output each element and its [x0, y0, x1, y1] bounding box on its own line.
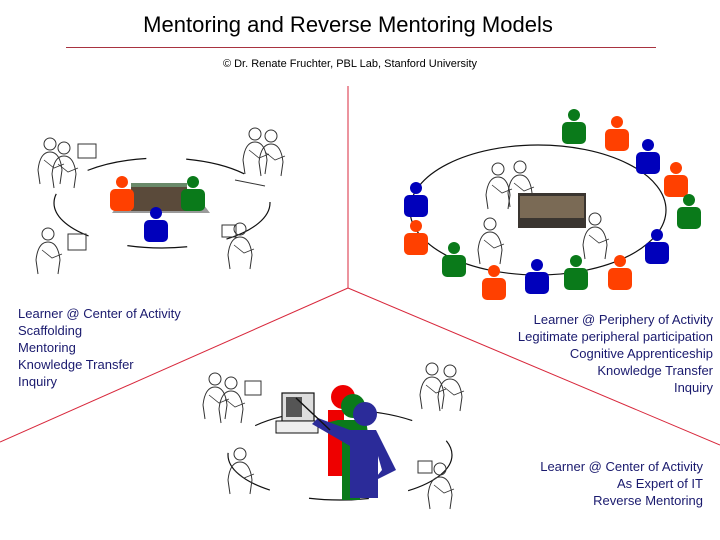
figure — [605, 116, 629, 151]
text-line: Cognitive Apprenticeship — [569, 346, 713, 361]
text-line: As Expert of IT — [617, 476, 703, 491]
copyright-subtitle: © Dr. Renate Fruchter, PBL Lab, Stanford… — [222, 58, 478, 70]
figure — [404, 182, 428, 217]
panel-dividers — [0, 86, 720, 446]
text-line: Learner @ Center of Activity — [540, 459, 703, 474]
expert-figures — [295, 385, 396, 500]
screen-image — [131, 183, 187, 211]
text-line: Knowledge Transfer — [597, 363, 713, 378]
figure — [645, 229, 669, 264]
peripheral-description: Learner @ Periphery of Activity Legitima… — [518, 311, 713, 396]
sketch-engineer-notes — [35, 227, 87, 275]
reverse-mentoring-description: Learner @ Center of Activity As Expert o… — [540, 458, 703, 509]
figure-red — [110, 176, 134, 211]
text-line: Learner @ Center of Activity — [18, 306, 181, 321]
figure — [677, 194, 701, 229]
text-line: Reverse Mentoring — [593, 493, 703, 508]
divider-left — [0, 287, 349, 443]
title-divider — [66, 47, 656, 48]
figure — [442, 242, 466, 277]
figure — [482, 265, 506, 300]
text-line: Scaffolding — [18, 323, 83, 338]
page-title: Mentoring and Reverse Mentoring Models — [143, 12, 553, 37]
learner-center-illustration — [35, 127, 286, 275]
figure — [636, 139, 660, 174]
text-line: Knowledge Transfer — [18, 357, 134, 372]
sketch-people-workstation — [37, 137, 97, 189]
sketch-people-blueprint — [234, 127, 286, 187]
mentoring-description: Learner @ Center of Activity Scaffolding… — [18, 305, 181, 390]
figure — [562, 109, 586, 144]
text-line: Legitimate peripheral participation — [517, 329, 713, 344]
figure — [564, 255, 588, 290]
divider-right — [347, 287, 720, 446]
figure — [404, 220, 428, 255]
figure — [525, 259, 549, 294]
text-line: Mentoring — [18, 340, 76, 355]
computer-icon — [275, 392, 319, 434]
figure — [664, 162, 688, 197]
text-line: Inquiry — [673, 380, 713, 395]
sketch-seated-worker — [221, 222, 255, 270]
learner-periphery-illustration — [404, 109, 701, 300]
text-line: Learner @ Periphery of Activity — [533, 312, 713, 327]
figure-green — [181, 176, 205, 211]
reverse-mentoring-illustration — [202, 362, 465, 510]
figure — [608, 255, 632, 290]
text-line: Inquiry — [18, 374, 58, 389]
